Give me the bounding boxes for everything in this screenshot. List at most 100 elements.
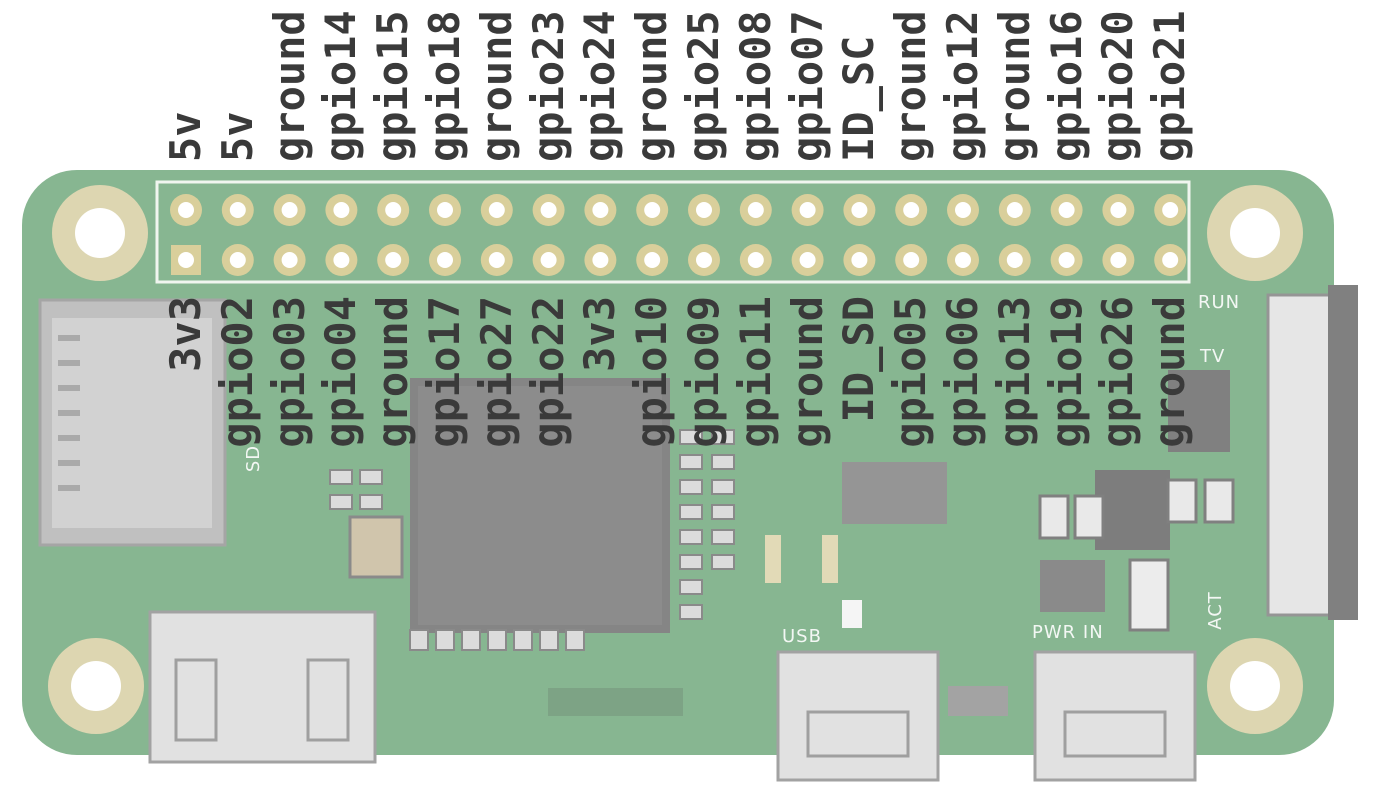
pin-label-bottom-5: ground (368, 296, 418, 448)
capacitor (1166, 478, 1198, 524)
capacitor (1128, 558, 1170, 632)
header-pad-bottom (998, 244, 1031, 276)
header-pad-top (1050, 194, 1083, 226)
mounting-hole (48, 638, 144, 734)
silk-tv: TV (1200, 346, 1226, 367)
header-pad-bottom (480, 244, 513, 276)
silk-usb: USB (782, 626, 822, 647)
header-pad-bottom (947, 244, 979, 276)
pin-label-bottom-19: gpio26 (1093, 296, 1143, 448)
header-pad-bottom (273, 244, 306, 276)
pin-label-bottom-3: gpio03 (264, 296, 314, 448)
pin-label-bottom-18: gpio19 (1041, 296, 1091, 448)
mounting-hole (52, 185, 148, 281)
header-pad-top (688, 194, 720, 226)
header-pad-top (532, 194, 565, 226)
capacitor (1038, 494, 1070, 540)
header-pad-bottom (1050, 244, 1083, 276)
pin-label-bottom-11: gpio09 (679, 296, 728, 448)
pin-label-bottom-4: gpio04 (316, 296, 366, 448)
header-pad-bottom (532, 244, 565, 276)
silk-pwr: PWR IN (1032, 622, 1104, 643)
micro-usb-power-port (1033, 650, 1197, 782)
header-pad-top (843, 194, 876, 226)
micro-usb-port (776, 650, 940, 782)
silk-sd: SD (243, 444, 265, 473)
header-pads (170, 194, 1187, 276)
header-pad-bottom (739, 244, 772, 276)
silk-run: RUN (1198, 292, 1241, 313)
pin-label-top-11: gpio25 (679, 10, 728, 162)
pin-label-bottom-2: gpio02 (212, 296, 262, 448)
capacitor (1040, 560, 1105, 612)
header-pad-bottom (325, 244, 358, 276)
header-pad-bottom (636, 244, 669, 276)
pin-label-top-19: gpio20 (1093, 10, 1143, 162)
pin-label-top-6: gpio18 (420, 10, 469, 162)
mounting-hole (1207, 185, 1303, 281)
pin-label-bottom-15: gpio05 (886, 296, 936, 448)
header-pad-bottom (171, 245, 201, 275)
pin-label-bottom-1: 3v3 (161, 296, 210, 372)
header-pad-bottom (429, 244, 461, 276)
small-chip (1095, 470, 1170, 550)
header-pad-top (739, 194, 772, 226)
header-pad-bottom (1102, 244, 1135, 276)
header-pad-bottom (377, 244, 410, 276)
capacitor (1073, 494, 1105, 540)
pin-label-bottom-12: gpio11 (730, 296, 780, 448)
header-pad-top (584, 194, 617, 226)
pin-label-top-1: 5v (161, 111, 210, 162)
pin-label-top-2: 5v (212, 111, 262, 162)
header-pad-bottom (843, 244, 876, 276)
header-pad-top (895, 194, 928, 226)
header-pad-bottom (688, 244, 720, 276)
pin-label-top-5: gpio15 (368, 10, 418, 162)
header-pad-top (325, 194, 358, 226)
header-pad-bottom (1154, 244, 1187, 276)
pin-label-top-8: gpio23 (523, 10, 573, 162)
header-pad-top (429, 194, 461, 226)
pin-label-top-17: ground (989, 10, 1039, 162)
pin-label-top-3: ground (264, 10, 314, 162)
pcb (22, 170, 1334, 755)
pin-label-top-18: gpio16 (1041, 10, 1091, 162)
pin-label-top-10: ground (627, 10, 677, 162)
header-outline (155, 180, 1191, 284)
header-pad-top (1154, 194, 1187, 226)
pin-label-top-14: ID_SC (834, 35, 884, 162)
small-chip (842, 462, 947, 524)
pin-label-bottom-8: gpio22 (523, 296, 573, 448)
pin-label-top-16: gpio12 (938, 10, 987, 162)
header-pad-top (221, 194, 254, 226)
header-pad-top (998, 194, 1031, 226)
pin-label-top-20: gpio21 (1145, 10, 1195, 162)
header-pad-top (480, 194, 513, 226)
header-pad-top (170, 194, 202, 226)
header-pad-bottom (895, 244, 928, 276)
capacitor (1203, 478, 1235, 524)
pin-label-top-15: ground (886, 10, 936, 162)
pin-label-bottom-14: ID_SD (834, 296, 884, 423)
pin-label-bottom-17: gpio13 (989, 296, 1039, 448)
header-pad-bottom (584, 244, 617, 276)
pin-label-top-9: gpio24 (575, 10, 625, 162)
header-pad-top (1102, 194, 1135, 226)
pin-label-bottom-20: ground (1145, 296, 1195, 448)
mounting-hole (1207, 638, 1303, 734)
pin-label-top-12: gpio08 (730, 10, 780, 162)
header-pad-top (791, 194, 824, 226)
pin-label-bottom-6: gpio17 (420, 296, 469, 448)
pin-label-bottom-7: gpio27 (471, 296, 521, 448)
mini-hdmi-port (148, 610, 377, 764)
inductor (1168, 370, 1230, 452)
header-pad-top (636, 194, 669, 226)
header-pad-top (947, 194, 979, 226)
silk-act: ACT (1204, 591, 1226, 630)
pin-label-top-4: gpio14 (316, 10, 366, 162)
pin-label-bottom-13: ground (782, 296, 832, 448)
header-pad-bottom (791, 244, 824, 276)
header-pad-bottom (221, 244, 254, 276)
